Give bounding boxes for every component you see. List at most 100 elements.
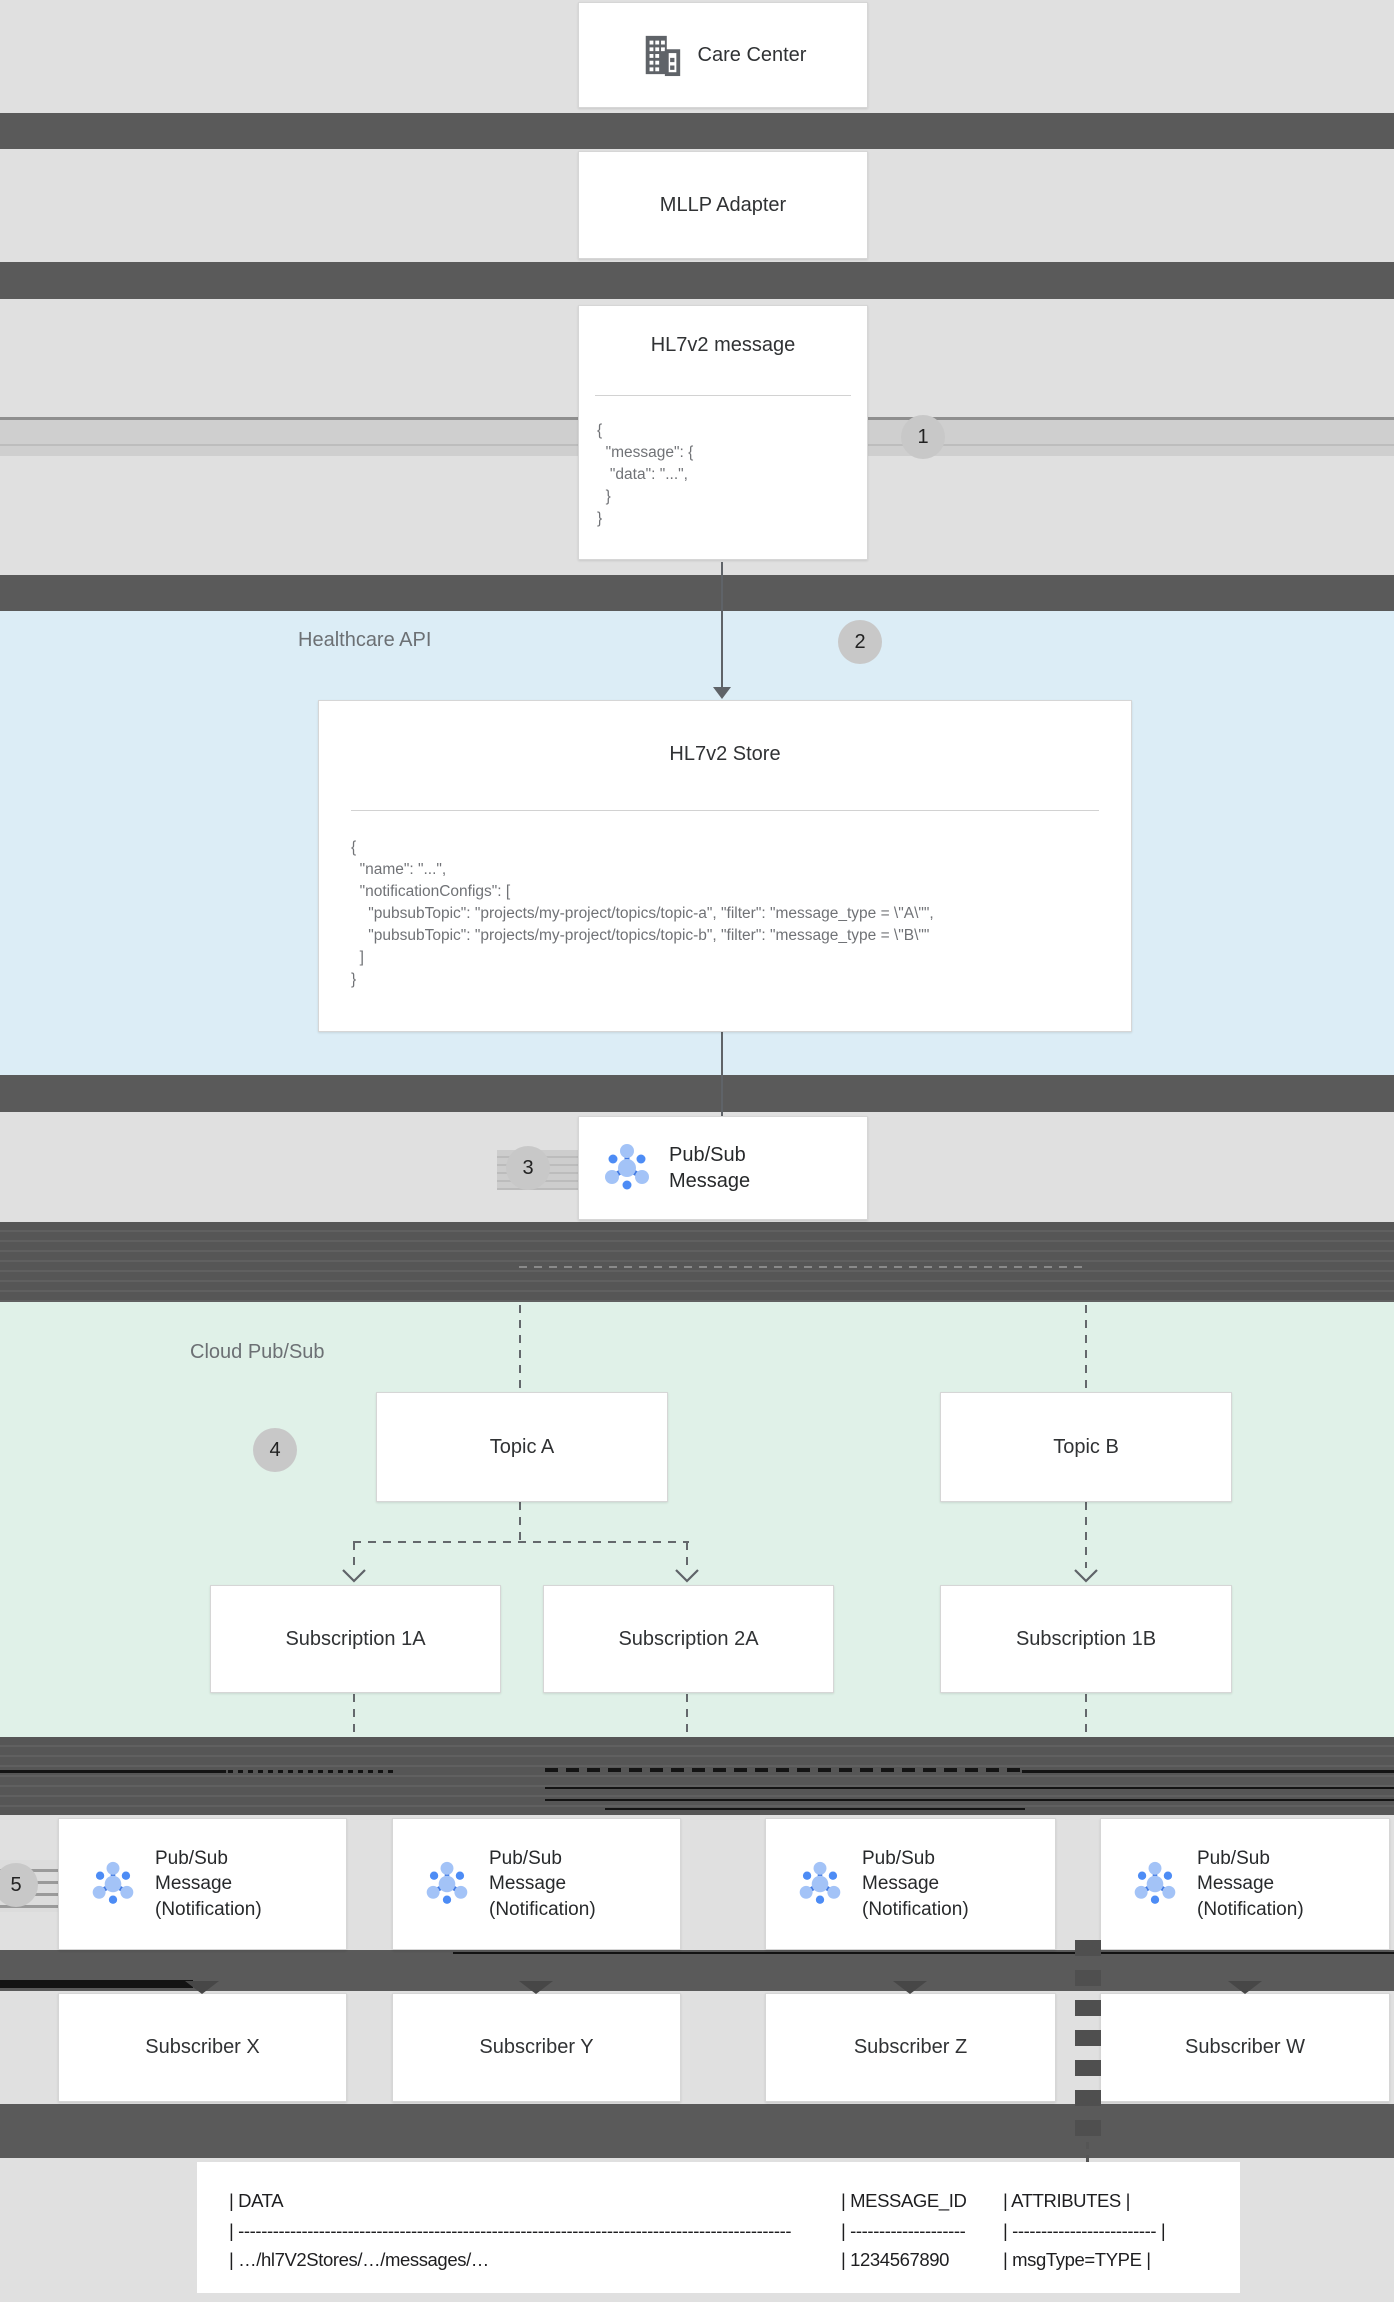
- hl7v2-store-node: HL7v2 Store { "name": "...", "notificati…: [318, 700, 1132, 1032]
- building-icon: [640, 33, 684, 77]
- divider: [595, 395, 851, 396]
- topic-b-label: Topic B: [1053, 1435, 1119, 1458]
- separator-band: [0, 575, 1394, 611]
- glitch-artifact-line: [1022, 1770, 1394, 1773]
- pubsub-notification-label: Pub/Sub Message (Notification): [862, 1847, 969, 1920]
- subscriber-z-label: Subscriber Z: [853, 2036, 968, 2058]
- step-badge-5: 5: [0, 1863, 38, 1907]
- connector-to-table: [1086, 2142, 1089, 2164]
- glitch-dashed-column: [1075, 1940, 1101, 2140]
- pubsub-notification-node-3: Pub/Sub Message (Notification): [765, 1818, 1056, 1950]
- subscription-1a-label: Subscription 1A: [285, 1627, 426, 1650]
- pubsub-notification-label: Pub/Sub Message (Notification): [155, 1847, 262, 1920]
- pubsub-notification-label: Pub/Sub Message (Notification): [1197, 1847, 1304, 1920]
- pubsub-message-node: Pub/Sub Message: [578, 1116, 868, 1220]
- pubsub-icon: [796, 1860, 844, 1908]
- separator-band: [0, 113, 1394, 149]
- glitch-artifact-line: [605, 1808, 1025, 1810]
- table-value-message-id: | 1234567890: [841, 2249, 950, 2270]
- step-number: 4: [269, 1438, 281, 1461]
- glitch-artifact-line: [545, 1799, 1394, 1801]
- pubsub-notification-node-2: Pub/Sub Message (Notification): [392, 1818, 681, 1950]
- care-center-node: Care Center: [578, 2, 868, 108]
- subscriber-w-node: Subscriber W: [1100, 1993, 1390, 2102]
- topic-b-node: Topic B: [940, 1392, 1232, 1502]
- arrowhead-into-subscription-1b: [1074, 1569, 1098, 1583]
- arrowhead-into-subscriber-z: [893, 1981, 927, 1994]
- subscription-1b-node: Subscription 1B: [940, 1585, 1232, 1693]
- connector-topic-b-out: [1085, 1502, 1087, 1568]
- table-header-data: | DATA: [229, 2190, 284, 2211]
- table-value-attributes: | msgType=TYPE |: [1003, 2249, 1151, 2270]
- connector-topic-a-out: [519, 1502, 521, 1542]
- cloud-pubsub-label: Cloud Pub/Sub: [190, 1341, 325, 1363]
- message-table: | DATA | -------------------------------…: [197, 2162, 1240, 2293]
- glitch-artifact-line: [228, 1770, 394, 1773]
- glitch-artifact-line: [545, 1787, 1394, 1789]
- connector-below-subscription-1b: [1085, 1694, 1087, 1737]
- pubsub-icon: [89, 1860, 137, 1908]
- arrowhead-into-subscriber-x: [185, 1981, 219, 1994]
- separator-band-striped: [0, 1737, 1394, 1815]
- subscriber-y-node: Subscriber Y: [392, 1993, 681, 2102]
- step-number: 1: [917, 425, 929, 448]
- separator-band: [0, 1950, 1394, 1991]
- connector-to-subscription-2a: [686, 1542, 688, 1568]
- step-badge-1: 1: [901, 415, 945, 459]
- subscription-2a-node: Subscription 2A: [543, 1585, 834, 1693]
- hl7v2-store-code: { "name": "...", "notificationConfigs": …: [351, 839, 934, 988]
- step-badge-2: 2: [838, 620, 882, 664]
- table-divider-message-id: | --------------------: [841, 2219, 966, 2241]
- topic-a-node: Topic A: [376, 1392, 668, 1502]
- separator-band: [0, 1075, 1394, 1112]
- pubsub-icon: [1131, 1860, 1179, 1908]
- healthcare-api-label: Healthcare API: [298, 629, 432, 651]
- care-center-label: Care Center: [697, 43, 807, 66]
- table-header-message-id: | MESSAGE_ID: [841, 2190, 967, 2211]
- arrowhead-into-subscription-1a: [342, 1569, 366, 1583]
- mllp-adapter-label: MLLP Adapter: [659, 193, 787, 216]
- arrowhead-into-subscription-2a: [675, 1569, 699, 1583]
- step-badge-4: 4: [253, 1428, 297, 1472]
- subscriber-y-label: Subscriber Y: [479, 2036, 594, 2058]
- subscription-2a-label: Subscription 2A: [618, 1627, 759, 1650]
- hl7v2-store-title: HL7v2 Store: [669, 743, 781, 765]
- separator-band: [0, 262, 1394, 299]
- subscriber-x-node: Subscriber X: [58, 1993, 347, 2102]
- separator-band-striped: [0, 1222, 1394, 1302]
- connector-message-to-store: [721, 562, 723, 687]
- table-header-attributes: | ATTRIBUTES |: [1003, 2190, 1131, 2211]
- subscriber-w-label: Subscriber W: [1184, 2036, 1306, 2058]
- arrowhead-into-subscriber-y: [519, 1981, 553, 1994]
- hl7v2-message-node: HL7v2 message { "message": { "data": "..…: [578, 305, 868, 560]
- subscription-1b-label: Subscription 1B: [1015, 1627, 1157, 1650]
- connector-into-topic-b: [1085, 1305, 1087, 1392]
- table-col-attributes: | ATTRIBUTES | | -----------------------…: [1003, 2186, 1240, 2293]
- table-col-data: | DATA | -------------------------------…: [229, 2186, 841, 2293]
- pubsub-icon: [601, 1142, 653, 1194]
- table-divider-attributes: | ------------------------- |: [1003, 2219, 1166, 2241]
- glitch-artifact-line: [453, 1952, 1394, 1954]
- subscriber-z-node: Subscriber Z: [765, 1993, 1056, 2102]
- connector-below-subscription-1a: [353, 1694, 355, 1737]
- pubsub-notification-node-4: Pub/Sub Message (Notification): [1100, 1818, 1390, 1950]
- divider: [351, 810, 1099, 811]
- topic-a-label: Topic A: [489, 1435, 555, 1458]
- subscription-1a-node: Subscription 1A: [210, 1585, 501, 1693]
- pubsub-notification-node-1: Pub/Sub Message (Notification): [58, 1818, 347, 1950]
- pubsub-message-label: Pub/Sub Message: [669, 1144, 751, 1192]
- step-number: 3: [522, 1156, 534, 1179]
- hl7v2-message-title: HL7v2 message: [650, 334, 796, 356]
- connector-into-topic-a: [519, 1305, 521, 1392]
- table-col-message-id: | MESSAGE_ID | -------------------- | 12…: [841, 2186, 1003, 2293]
- glitch-artifact-line: [545, 1768, 1023, 1772]
- pubsub-icon: [423, 1860, 471, 1908]
- subscriber-x-label: Subscriber X: [145, 2036, 260, 2058]
- connector-topic-a-split: [353, 1541, 689, 1543]
- pubsub-notification-label: Pub/Sub Message (Notification): [489, 1847, 596, 1920]
- table-divider-data: | --------------------------------------…: [229, 2219, 792, 2241]
- arrowhead-into-store: [713, 687, 731, 699]
- glitch-artifact-line: [0, 1980, 193, 1988]
- step-number: 2: [854, 630, 866, 653]
